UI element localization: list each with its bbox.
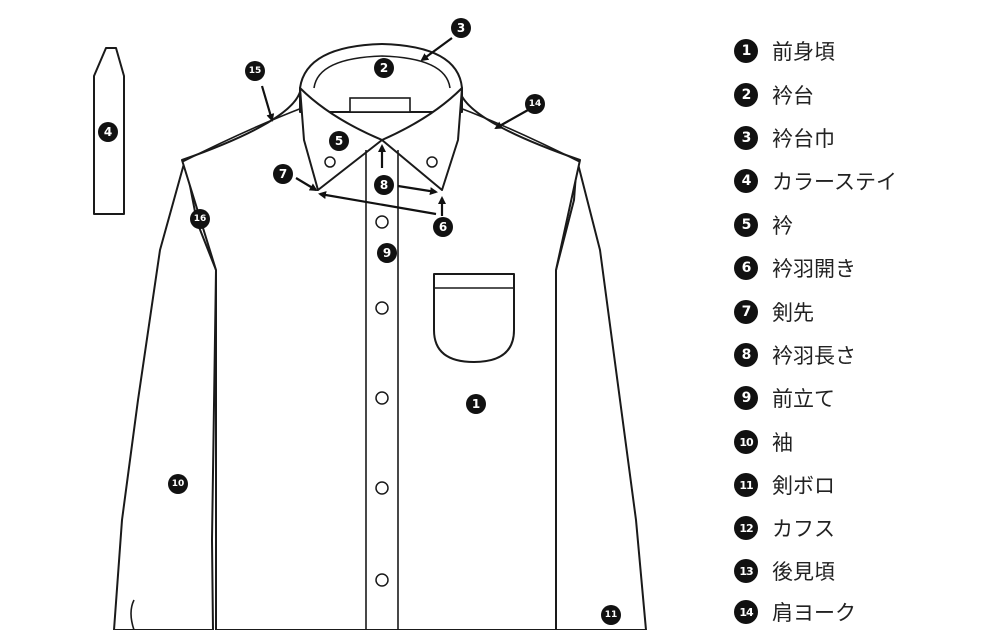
collar-button-right (426, 156, 438, 168)
marker-collar-stay: 4 (98, 122, 118, 142)
legend-number-badge: 11 (734, 473, 758, 497)
collar-button-left (324, 156, 336, 168)
marker-collar-spread: 6 (433, 217, 453, 237)
legend-number-badge: 5 (734, 213, 758, 237)
legend-item: 6 衿羽開き (734, 253, 856, 283)
svg-text:7: 7 (279, 167, 287, 181)
legend-label: 衿台 (772, 84, 814, 108)
svg-text:8: 8 (380, 178, 388, 192)
placket-shape (365, 150, 399, 630)
marker-shoulder-yoke: 14 (525, 94, 545, 114)
legend-item: 10 袖 (734, 427, 793, 457)
legend-item: 3 衿台巾 (734, 123, 835, 153)
legend-label: カフス (772, 517, 835, 541)
legend-item: 4 カラーステイ (734, 166, 897, 196)
legend-label: 剣ボロ (772, 474, 835, 498)
marker-front-body: 1 (466, 394, 486, 414)
legend-number-badge: 14 (734, 600, 758, 624)
legend-item: 12 カフス (734, 513, 835, 543)
legend-label: 衿台巾 (772, 127, 835, 151)
legend-number-badge: 6 (734, 256, 758, 280)
marker-collar: 5 (329, 131, 349, 151)
svg-text:2: 2 (380, 61, 388, 75)
svg-text:10: 10 (172, 479, 185, 489)
legend-number-badge: 8 (734, 343, 758, 367)
legend-item: 14 肩ヨーク (734, 597, 856, 627)
legend-item: 11 剣ボロ (734, 470, 835, 500)
svg-text:6: 6 (439, 220, 447, 234)
legend-number-badge: 7 (734, 300, 758, 324)
marker-sleeve: 10 (168, 474, 188, 494)
legend-item: 13 後見頃 (734, 556, 835, 586)
legend-item: 7 剣先 (734, 297, 814, 327)
legend-label: 袖 (772, 431, 793, 455)
shirt-body-shape (181, 91, 581, 630)
legend-number-badge: 9 (734, 386, 758, 410)
marker-collar-point: 7 (273, 164, 293, 184)
legend-label: 衿羽長さ (772, 344, 856, 368)
collar-label (349, 97, 411, 113)
placket-buttons (375, 215, 389, 587)
left-sleeve-shape (113, 159, 217, 630)
svg-text:15: 15 (249, 66, 262, 76)
svg-text:11: 11 (605, 610, 618, 620)
svg-text:14: 14 (529, 99, 542, 109)
legend-item: 5 衿 (734, 210, 793, 240)
marker-placket: 9 (377, 243, 397, 263)
chest-pocket-shape (433, 273, 515, 363)
legend-number-badge: 4 (734, 169, 758, 193)
legend-item: 8 衿羽長さ (734, 340, 856, 370)
collar-right-wing (381, 87, 463, 191)
legend-label: 前立て (772, 387, 835, 411)
marker-collar-stand-width: 3 (451, 18, 471, 38)
svg-text:9: 9 (383, 246, 391, 260)
legend-number-badge: 10 (734, 430, 758, 454)
svg-text:1: 1 (472, 397, 480, 411)
legend-number-badge: 3 (734, 126, 758, 150)
marker-armhole: 16 (190, 209, 210, 229)
collar-stand-inner (313, 55, 451, 89)
legend-label: 肩ヨーク (772, 601, 856, 625)
leader-arrows (260, 37, 529, 216)
legend-number-badge: 1 (734, 39, 758, 63)
legend-number-badge: 12 (734, 516, 758, 540)
legend-item: 9 前立て (734, 383, 835, 413)
left-cuff-line (130, 599, 135, 630)
marker-collar-stand: 2 (374, 58, 394, 78)
svg-text:3: 3 (457, 21, 465, 35)
marker-collar-stand-top: 15 (245, 61, 265, 81)
svg-text:5: 5 (335, 134, 343, 148)
legend-label: 前身頃 (772, 40, 835, 64)
legend-number-badge: 13 (734, 559, 758, 583)
svg-text:16: 16 (194, 214, 207, 224)
marker-sleeve-placket: 11 (601, 605, 621, 625)
legend-item: 1 前身頃 (734, 36, 835, 66)
yoke-seam-right (459, 107, 581, 163)
legend-label: 衿羽開き (772, 257, 856, 281)
legend-label: 後見頃 (772, 560, 835, 584)
legend-number-badge: 2 (734, 83, 758, 107)
legend-label: 衿 (772, 214, 793, 238)
svg-text:4: 4 (104, 125, 112, 139)
legend-item: 2 衿台 (734, 80, 814, 110)
yoke-seam-left (181, 107, 303, 163)
right-sleeve-shape (555, 159, 647, 630)
marker-collar-point-length: 8 (374, 175, 394, 195)
legend-label: 剣先 (772, 301, 814, 325)
legend-label: カラーステイ (772, 170, 897, 194)
